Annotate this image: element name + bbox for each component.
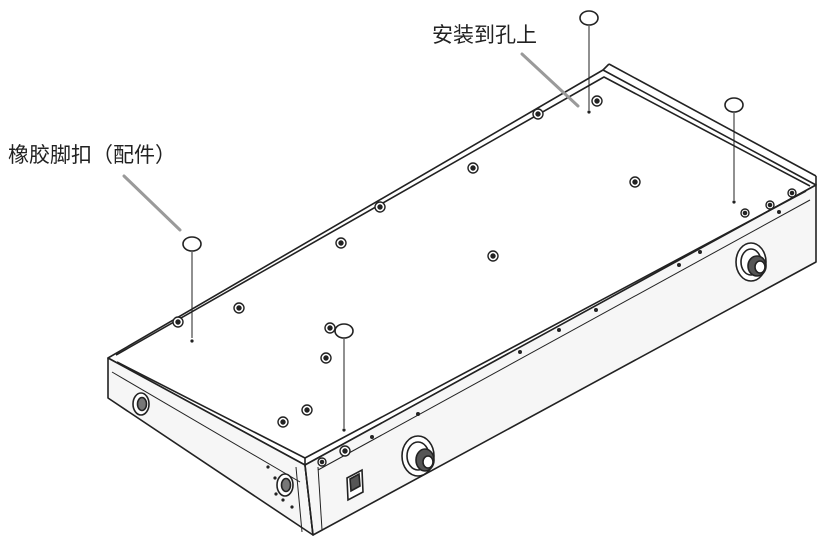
side-connector-left — [132, 392, 150, 416]
rubber-foot-2 — [724, 97, 744, 204]
screw — [335, 237, 347, 249]
screw — [320, 352, 332, 364]
screw — [765, 200, 775, 210]
rubber-foot-4 — [334, 323, 354, 432]
back-lip — [115, 76, 811, 356]
screw — [339, 445, 351, 457]
screw — [374, 201, 386, 213]
screw — [591, 95, 603, 107]
bnc-connector-front — [401, 435, 435, 477]
bnc-connector-right — [735, 242, 767, 282]
screw — [172, 316, 184, 328]
rubber-foot-label: 橡胶脚扣（配件） — [8, 143, 176, 167]
screw — [277, 416, 289, 428]
screw — [317, 457, 327, 467]
edge-rivets — [266, 210, 781, 509]
device-body — [107, 63, 817, 536]
rubber-foot-1 — [579, 10, 599, 114]
screw — [301, 404, 313, 416]
screw — [787, 188, 797, 198]
power-switch — [346, 468, 364, 502]
side-connector-right — [276, 473, 294, 497]
top-screws — [172, 95, 797, 467]
screw — [629, 176, 641, 188]
screw — [233, 302, 245, 314]
screw — [467, 162, 479, 174]
install-to-hole-label: 安装到孔上 — [432, 23, 537, 47]
rubber-foot-3 — [182, 236, 202, 343]
screw — [324, 322, 336, 334]
screw — [740, 208, 750, 218]
screw — [532, 108, 544, 120]
leader-line-install — [520, 52, 580, 108]
screw — [487, 250, 499, 262]
leader-line-foot — [122, 174, 182, 232]
